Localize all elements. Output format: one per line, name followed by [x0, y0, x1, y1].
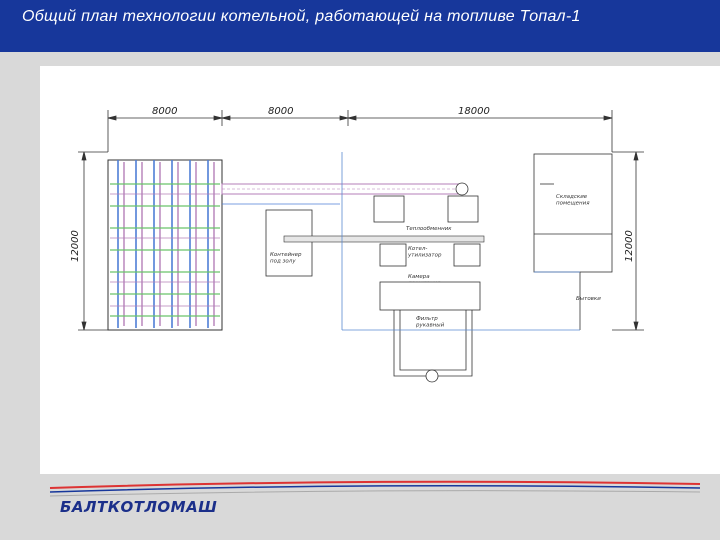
heat-exchanger-left	[373, 195, 405, 223]
label-heat-exchanger: Теплообменник	[406, 226, 452, 232]
boiler-left	[379, 243, 407, 267]
top-dimension-line	[107, 110, 613, 152]
footer	[0, 474, 720, 540]
storage-grid	[107, 159, 223, 331]
bag-filter	[379, 281, 481, 311]
plan-drawing: 8000 8000 18000 12000 12000	[40, 66, 720, 474]
right-dimension-line	[612, 151, 644, 331]
plan-drawing-svg: 8000 8000 18000 12000 12000	[70, 106, 644, 383]
ash-container	[265, 209, 313, 277]
label-heater: Котел-утилизатор	[407, 246, 442, 259]
footer-swoosh	[49, 480, 701, 497]
dim-left: 12000	[70, 230, 81, 262]
slide-title: Общий план технологии котельной, работаю…	[0, 0, 720, 52]
conveyor-line	[221, 182, 469, 205]
return-duct	[393, 310, 473, 383]
company-logo: БАЛТКОТЛОМАШ	[60, 498, 218, 516]
heat-exchanger-right	[447, 195, 479, 223]
right-building	[533, 153, 613, 330]
label-office: Бытовки	[576, 296, 601, 302]
main-pipe	[283, 235, 485, 243]
boiler-right	[453, 243, 481, 267]
dim-top-3: 18000	[458, 106, 490, 117]
dim-top-1: 8000	[152, 106, 177, 117]
left-dimension-line	[78, 151, 108, 331]
site-boundary	[341, 152, 580, 331]
dim-top-2: 8000	[268, 106, 293, 117]
dim-right: 12000	[624, 230, 635, 262]
